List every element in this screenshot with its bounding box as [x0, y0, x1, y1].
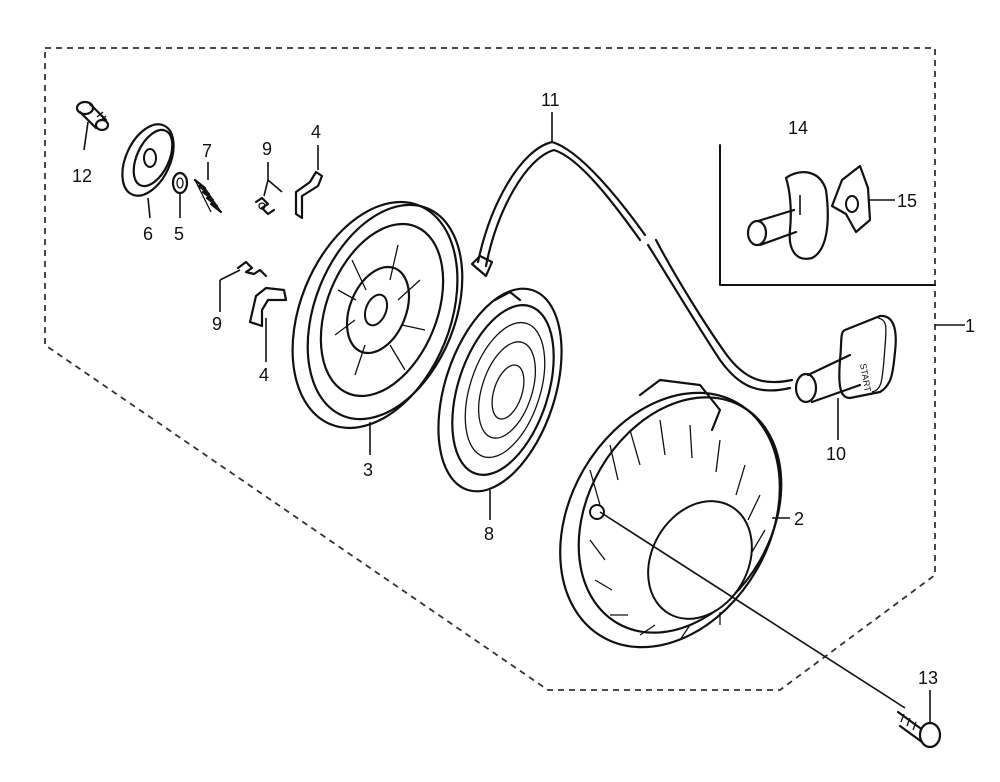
- guide-part-15[interactable]: [830, 164, 872, 234]
- handle-part-10[interactable]: START: [794, 314, 897, 404]
- handle-part-14[interactable]: [746, 171, 829, 260]
- guide-part-4-bottom[interactable]: [248, 286, 288, 328]
- callout-14: 14: [788, 118, 808, 138]
- handle-start-text: START: [858, 363, 873, 393]
- spring-part-9-top[interactable]: [254, 196, 276, 216]
- bolt-part-12[interactable]: [75, 100, 110, 132]
- leader-lines: [83, 112, 965, 722]
- callout-5: 5: [174, 224, 184, 244]
- callout-10: 10: [826, 444, 846, 464]
- callout-13: 13: [918, 668, 938, 688]
- callout-4-top: 4: [311, 122, 321, 142]
- callout-4-bottom: 4: [259, 365, 269, 385]
- guide-part-4-top[interactable]: [294, 170, 324, 220]
- callout-8: 8: [484, 524, 494, 544]
- callout-7: 7: [202, 141, 212, 161]
- callout-15: 15: [897, 191, 917, 211]
- bolt-part-13[interactable]: [896, 710, 942, 749]
- reel-part-3[interactable]: [261, 177, 492, 452]
- spring-part-9-bottom[interactable]: [236, 260, 268, 278]
- callout-3: 3: [363, 460, 373, 480]
- spring-part-7[interactable]: [193, 178, 223, 214]
- spiral-spring-part-8[interactable]: [415, 273, 585, 507]
- callout-1: 1: [965, 316, 975, 336]
- callout-11: 11: [541, 90, 560, 110]
- callout-9-bottom: 9: [212, 314, 222, 334]
- inset-box: [719, 144, 936, 286]
- callout-2: 2: [794, 509, 804, 529]
- callout-9-top: 9: [262, 139, 272, 159]
- ratchet-part-6[interactable]: [112, 116, 184, 203]
- washer-part-5[interactable]: [171, 171, 189, 195]
- rope-part-11[interactable]: [470, 140, 794, 392]
- assembly-boundary: [44, 47, 936, 691]
- case-part-2[interactable]: [516, 353, 824, 687]
- callout-12: 12: [72, 166, 92, 186]
- callout-6: 6: [143, 224, 153, 244]
